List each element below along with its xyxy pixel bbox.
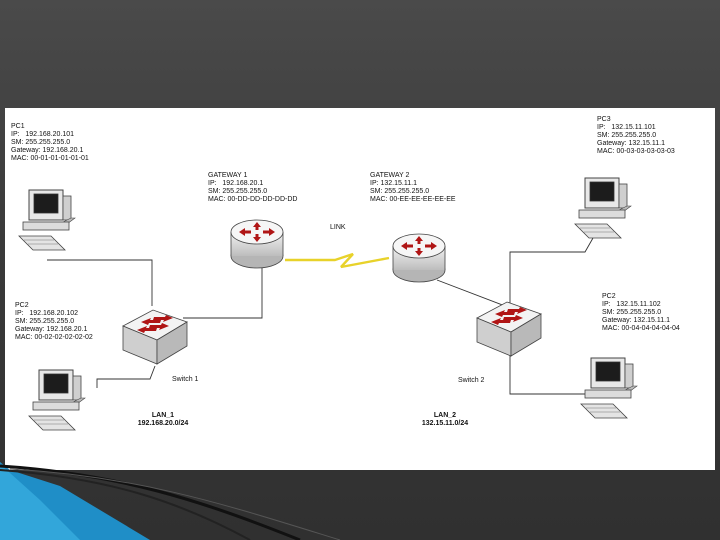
pc3-subnet-mask: SM: 255.255.255.0 [597, 132, 657, 139]
pc2-right-gateway: Gateway: 132.15.11.1 [602, 317, 670, 324]
pc1-subnet-mask: SM: 255.255.255.0 [11, 139, 71, 146]
lan2-subnet: 132.15.11.0/24 [421, 420, 469, 427]
switch2-label: Switch 2 [458, 377, 485, 384]
switch2-icon[interactable] [476, 301, 542, 357]
pc2-right-subnet-mask: SM: 255.255.255.0 [602, 309, 662, 316]
gateway1-router-icon[interactable] [230, 219, 284, 269]
lan2-name: LAN_2 [433, 412, 457, 419]
pc3-ip: IP: 132.15.11.101 [597, 124, 656, 131]
pc3-name: PC3 [597, 116, 611, 123]
pc2-right-name: PC2 [602, 293, 616, 300]
slide-decoration [0, 462, 341, 540]
switch1-icon[interactable] [122, 309, 188, 365]
decoration-curve-3 [9, 468, 341, 540]
gateway2-name: GATEWAY 2 [370, 172, 410, 179]
pc2-right-ip: IP: 132.15.11.102 [602, 301, 661, 308]
decoration-curve-1 [0, 464, 301, 540]
connection-lines [47, 237, 595, 395]
gateway2-ip: IP: 132.15.11.1 [370, 180, 417, 187]
gateway1-mac: MAC: 00-DD-DD-DD-DD-DD [208, 196, 298, 203]
pc1-gateway: Gateway: 192.168.20.1 [11, 147, 84, 154]
lan1-name: LAN_1 [151, 412, 175, 419]
pc3-computer-icon[interactable] [574, 177, 632, 239]
switch1-label: Switch 1 [172, 376, 199, 383]
gateway1-name: GATEWAY 1 [208, 172, 248, 179]
diagram-graphics [18, 177, 638, 431]
pc1-ip: IP: 192.168.20.101 [11, 131, 75, 138]
gateway1-ip: IP: 192.168.20.1 [208, 180, 264, 187]
lan1-subnet: 192.168.20.0/24 [137, 420, 189, 427]
gateway1-subnet-mask: SM: 255.255.255.0 [208, 188, 268, 195]
pc2-right-computer-icon[interactable] [580, 357, 638, 419]
link-label: LINK [330, 224, 346, 231]
pc3-mac: MAC: 00-03-03-03-03-03 [597, 148, 675, 155]
pc1-computer-icon[interactable] [18, 189, 76, 251]
decoration-shape-light [0, 464, 80, 540]
pc3-gateway: Gateway: 132.15.11.1 [597, 140, 665, 147]
pc2-left-computer-icon[interactable] [28, 369, 86, 431]
gateway2-mac: MAC: 00-EE-EE-EE-EE-EE [370, 196, 456, 203]
pc2-left-gateway: Gateway: 192.168.20.1 [15, 326, 88, 333]
pc2-right-mac: MAC: 00-04-04-04-04-04 [602, 325, 680, 332]
pc1-mac: MAC: 00-01-01-01-01-01 [11, 155, 89, 162]
pc2-left-mac: MAC: 00-02-02-02-02-02 [15, 334, 93, 341]
pc2-left-ip: IP: 192.168.20.102 [15, 310, 79, 317]
wan-link [285, 252, 390, 269]
decoration-curve-2 [0, 469, 251, 540]
gateway2-router-icon[interactable] [392, 233, 446, 283]
gateway2-subnet-mask: SM: 255.255.255.0 [370, 188, 430, 195]
pc2-left-name: PC2 [15, 302, 29, 309]
pc2-left-subnet-mask: SM: 255.255.255.0 [15, 318, 75, 325]
pc1-name: PC1 [11, 123, 25, 130]
